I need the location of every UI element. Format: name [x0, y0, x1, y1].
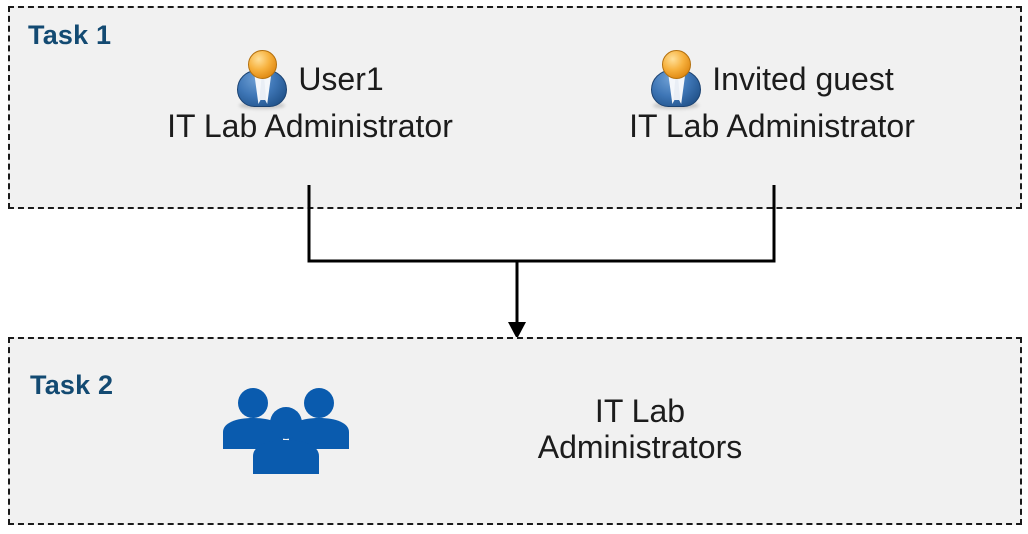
- entity-invited-guest-name: Invited guest: [712, 61, 894, 97]
- task-1-label: Task 1: [28, 20, 112, 50]
- entity-user1: User1 IT Lab Administrator: [135, 50, 485, 144]
- person-head: [248, 50, 278, 79]
- entity-user1-header: User1: [135, 50, 485, 109]
- task-2-group-label: IT Lab Administrators: [537, 393, 743, 465]
- task-2-box: [8, 337, 1022, 525]
- task-1-box: [8, 6, 1022, 209]
- entity-user1-name: User1: [298, 61, 384, 97]
- task-2-label: Task 2: [30, 370, 114, 400]
- single-person-icon: [650, 50, 702, 109]
- entity-invited-guest-role: IT Lab Administrator: [629, 108, 915, 144]
- entity-invited-guest-header: Invited guest: [592, 50, 952, 109]
- task-2-content: IT Lab Administrators: [215, 384, 975, 476]
- person-tie: [259, 76, 267, 100]
- entity-invited-guest: Invited guest IT Lab Administrator: [592, 50, 952, 144]
- person-head: [662, 50, 692, 79]
- person-tie: [673, 76, 681, 100]
- entity-user1-role: IT Lab Administrator: [167, 108, 453, 144]
- single-person-icon: [236, 50, 288, 109]
- people-group-icon: [223, 388, 349, 474]
